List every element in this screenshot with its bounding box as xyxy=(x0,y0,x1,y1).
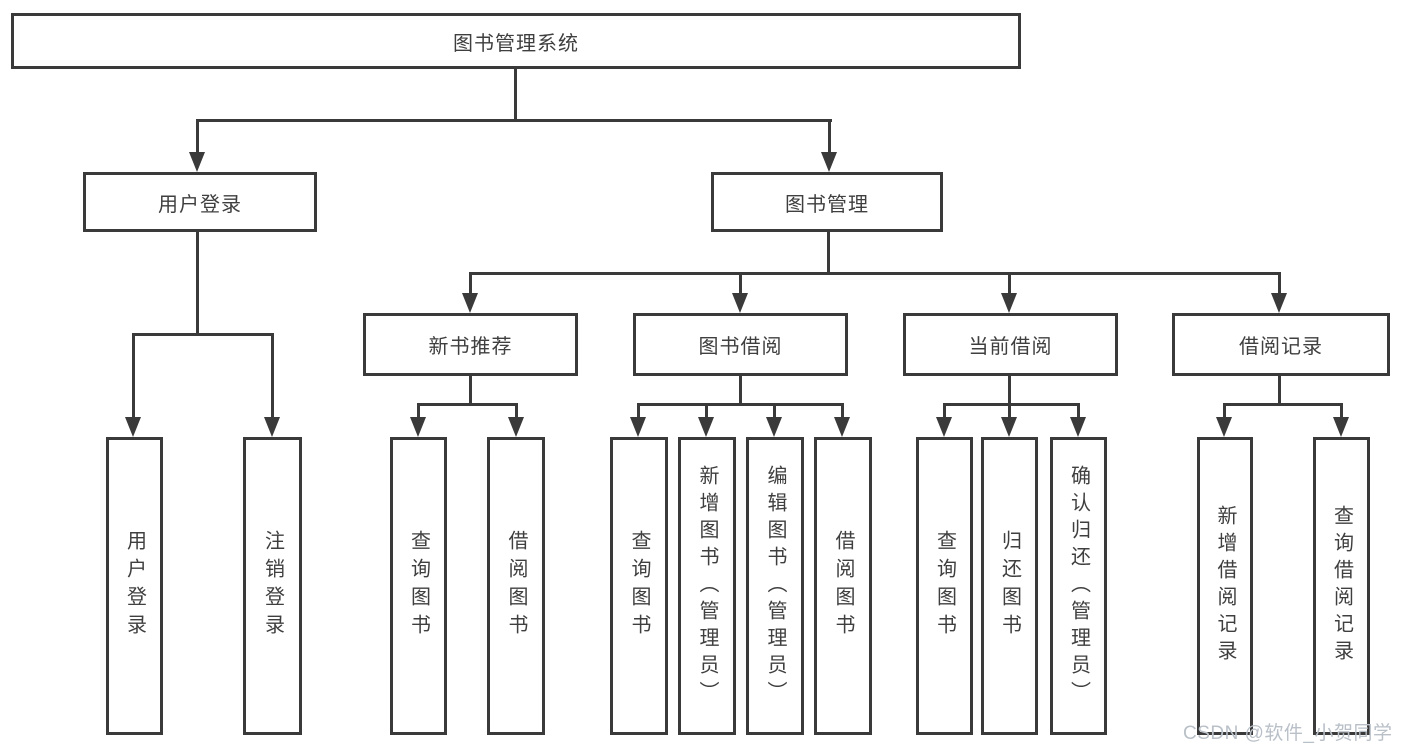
connector-userlogin-bar xyxy=(132,333,274,336)
node-book-borrowing-label: 图书借阅 xyxy=(698,336,783,358)
node-book-borrowing: 图书借阅 xyxy=(633,313,848,376)
node-current-borrowing-label: 当前借阅 xyxy=(968,336,1053,358)
connector-current-stem xyxy=(1008,376,1011,406)
arrow-g5-2 xyxy=(1333,417,1349,437)
connector-current-bar xyxy=(943,403,1080,406)
connector-bookmgmt-stem xyxy=(827,232,830,275)
connector-newbook-bar xyxy=(417,403,518,406)
connector-drop-g5-1 xyxy=(1223,403,1226,419)
connector-records-stem xyxy=(1278,376,1281,406)
arrow-to-user-login xyxy=(189,152,205,172)
arrow-g5-1 xyxy=(1216,417,1232,437)
node-borrow-books-2-label: 借阅图书 xyxy=(832,530,854,642)
node-new-book-recommend: 新书推荐 xyxy=(363,313,578,376)
arrow-to-borrow xyxy=(732,293,748,313)
node-borrowing-records-label: 借阅记录 xyxy=(1239,336,1323,358)
connector-drop-g2-1 xyxy=(417,403,420,419)
csdn-watermark: CSDN @软件_小贺同学 xyxy=(1183,723,1393,744)
connector-drop-g4-3 xyxy=(1077,403,1080,419)
arrow-g2-2 xyxy=(508,417,524,437)
node-confirm-return-admin: 确认归还（管理员） xyxy=(1050,437,1107,735)
connector-drop-g5-2 xyxy=(1340,403,1343,419)
connector-bookmgmt-bar xyxy=(469,272,1281,275)
connector-drop-g4-1 xyxy=(943,403,946,419)
node-add-borrow-record-label: 新增借阅记录 xyxy=(1214,505,1236,667)
node-borrowing-records: 借阅记录 xyxy=(1172,313,1390,376)
connector-borrow-stem xyxy=(739,376,742,406)
connector-drop-borrow xyxy=(739,272,742,296)
connector-drop-g3-1 xyxy=(637,403,640,419)
node-user-login-module-label: 用户登录 xyxy=(158,193,242,216)
node-user-login-leaf: 用户登录 xyxy=(106,437,163,735)
arrow-g2-1 xyxy=(410,417,426,437)
connector-drop-g3-4 xyxy=(841,403,844,419)
connector-userlogin-stem xyxy=(196,232,199,336)
connector-drop-current xyxy=(1008,272,1011,296)
connector-drop-g3-3 xyxy=(773,403,776,419)
node-book-mgmt-module: 图书管理 xyxy=(711,172,943,232)
node-borrow-books-2: 借阅图书 xyxy=(814,437,872,735)
arrow-to-login xyxy=(125,417,141,437)
connector-drop-newbook xyxy=(469,272,472,296)
arrow-g3-4 xyxy=(834,417,850,437)
arrow-g3-3 xyxy=(766,417,782,437)
arrow-to-records xyxy=(1271,293,1287,313)
node-query-books-1: 查询图书 xyxy=(390,437,447,735)
node-query-books-3-label: 查询图书 xyxy=(933,530,956,642)
connector-drop-user-login xyxy=(196,119,199,154)
node-return-books-label: 归还图书 xyxy=(998,530,1021,642)
node-current-borrowing: 当前借阅 xyxy=(903,313,1118,376)
node-add-books-admin-label: 新增图书（管理员） xyxy=(696,464,718,708)
connector-drop-login xyxy=(132,333,135,419)
connector-root-stem xyxy=(514,67,517,121)
node-root-system-label: 图书管理系统 xyxy=(453,32,579,55)
node-borrow-books-1: 借阅图书 xyxy=(487,437,545,735)
connector-drop-book-mgmt xyxy=(828,119,831,154)
arrow-to-logout xyxy=(264,417,280,437)
node-query-books-2-label: 查询图书 xyxy=(628,530,650,642)
arrow-g3-2 xyxy=(698,417,714,437)
node-edit-books-admin: 编辑图书（管理员） xyxy=(746,437,804,735)
node-user-login-leaf-label: 用户登录 xyxy=(123,530,146,642)
connector-newbook-stem xyxy=(469,376,472,406)
arrow-g3-1 xyxy=(630,417,646,437)
node-query-books-1-label: 查询图书 xyxy=(407,530,430,642)
node-user-login-module: 用户登录 xyxy=(83,172,317,232)
node-new-book-recommend-label: 新书推荐 xyxy=(428,336,513,358)
connector-root-bar xyxy=(196,119,832,122)
arrow-g4-3 xyxy=(1070,417,1086,437)
connector-drop-g3-2 xyxy=(705,403,708,419)
connector-drop-g4-2 xyxy=(1008,403,1011,419)
connector-drop-g2-2 xyxy=(515,403,518,419)
arrow-to-book-mgmt xyxy=(821,152,837,172)
node-add-books-admin: 新增图书（管理员） xyxy=(678,437,736,735)
arrow-g4-2 xyxy=(1001,417,1017,437)
connector-drop-records xyxy=(1278,272,1281,296)
node-return-books: 归还图书 xyxy=(981,437,1038,735)
node-edit-books-admin-label: 编辑图书（管理员） xyxy=(764,464,786,708)
node-query-books-2: 查询图书 xyxy=(610,437,668,735)
node-confirm-return-admin-label: 确认归还（管理员） xyxy=(1067,464,1090,708)
node-query-borrow-record: 查询借阅记录 xyxy=(1313,437,1370,735)
node-book-mgmt-module-label: 图书管理 xyxy=(785,193,869,216)
connector-borrow-bar xyxy=(637,403,844,406)
node-logout-leaf: 注销登录 xyxy=(243,437,302,735)
connector-records-bar xyxy=(1223,403,1343,406)
arrow-to-newbook xyxy=(462,293,478,313)
node-borrow-books-1-label: 借阅图书 xyxy=(505,530,527,642)
node-root-system: 图书管理系统 xyxy=(11,13,1021,69)
node-logout-leaf-label: 注销登录 xyxy=(261,530,284,642)
arrow-to-current xyxy=(1001,293,1017,313)
node-query-books-3: 查询图书 xyxy=(916,437,973,735)
connector-drop-logout xyxy=(271,333,274,419)
node-add-borrow-record: 新增借阅记录 xyxy=(1197,437,1253,735)
arrow-g4-1 xyxy=(936,417,952,437)
node-query-borrow-record-label: 查询借阅记录 xyxy=(1330,505,1353,667)
